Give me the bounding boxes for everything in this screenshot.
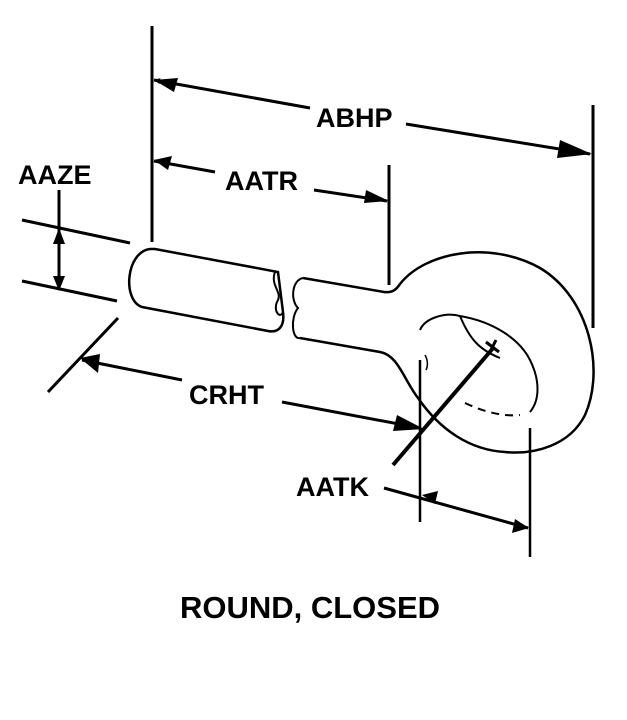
dimension-crht: CRHT bbox=[46, 316, 424, 431]
dimension-aatk: AATK bbox=[296, 339, 532, 557]
bolt-shank bbox=[128, 247, 506, 454]
label-aaze: AAZE bbox=[18, 160, 92, 190]
dimension-aaze: AAZE bbox=[18, 160, 131, 303]
diagram-caption: ROUND, CLOSED bbox=[180, 590, 440, 625]
label-aatr: AATR bbox=[225, 166, 298, 196]
label-crht: CRHT bbox=[189, 380, 264, 410]
dimension-abhp: ABHP bbox=[153, 78, 592, 158]
bolt-eye-ring bbox=[399, 251, 595, 454]
dimension-aatr: AATR bbox=[153, 156, 389, 203]
label-abhp: ABHP bbox=[316, 103, 393, 133]
label-aatk: AATK bbox=[296, 472, 369, 502]
